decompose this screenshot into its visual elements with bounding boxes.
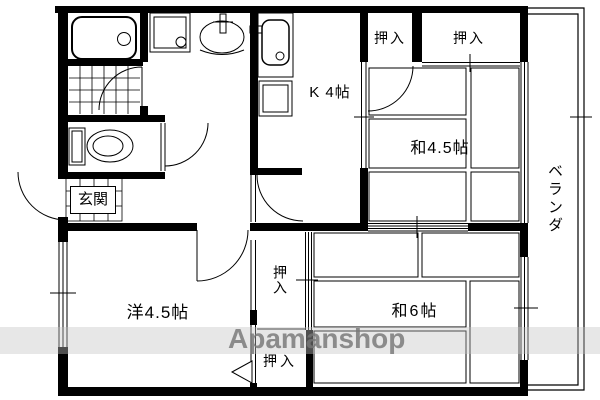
tick-marks: [50, 54, 592, 309]
western-room-45-label: 洋4.5帖: [126, 303, 190, 322]
washbasin-icon: [199, 13, 245, 55]
western-room-door-arc: [196, 229, 249, 282]
japanese-room-6-label: 和6帖: [391, 303, 439, 320]
toilet-door-arc: [164, 122, 209, 167]
stove-icon: [258, 80, 293, 117]
closet-label-2: 押入: [453, 30, 485, 46]
walls: [55, 6, 528, 396]
genkan-label: 玄関: [70, 186, 116, 214]
closet-label-3: 押入: [272, 265, 288, 295]
watermark-band: [0, 327, 600, 354]
direction-triangle-icon: [230, 360, 253, 384]
japanese-room-45-label: 和4.5帖: [410, 140, 470, 157]
veranda-label: ベランダ: [546, 163, 563, 235]
kitchen-label: K 4帖: [309, 84, 351, 101]
bathtub-icon: [71, 16, 137, 60]
closet-label-4: 押入: [263, 353, 297, 369]
toilet-icon: [68, 127, 134, 166]
washing-machine-icon: [149, 12, 191, 53]
bathroom-door-arc: [98, 66, 143, 111]
bath-tile-grid: [69, 66, 140, 114]
door-arcs: [17, 65, 414, 282]
tatami-washitsu6: [313, 232, 520, 384]
entrance-door-arc: [17, 171, 67, 221]
closet1-door-arc: [367, 65, 414, 112]
closet-label-1: 押入: [374, 30, 406, 46]
veranda-outline: [528, 7, 585, 391]
kitchen-sink-icon: [249, 12, 294, 78]
kitchen-door-arc: [256, 174, 304, 222]
watermark-text: Apamanshop: [228, 323, 406, 354]
tatami-washitsu45: [368, 67, 520, 222]
